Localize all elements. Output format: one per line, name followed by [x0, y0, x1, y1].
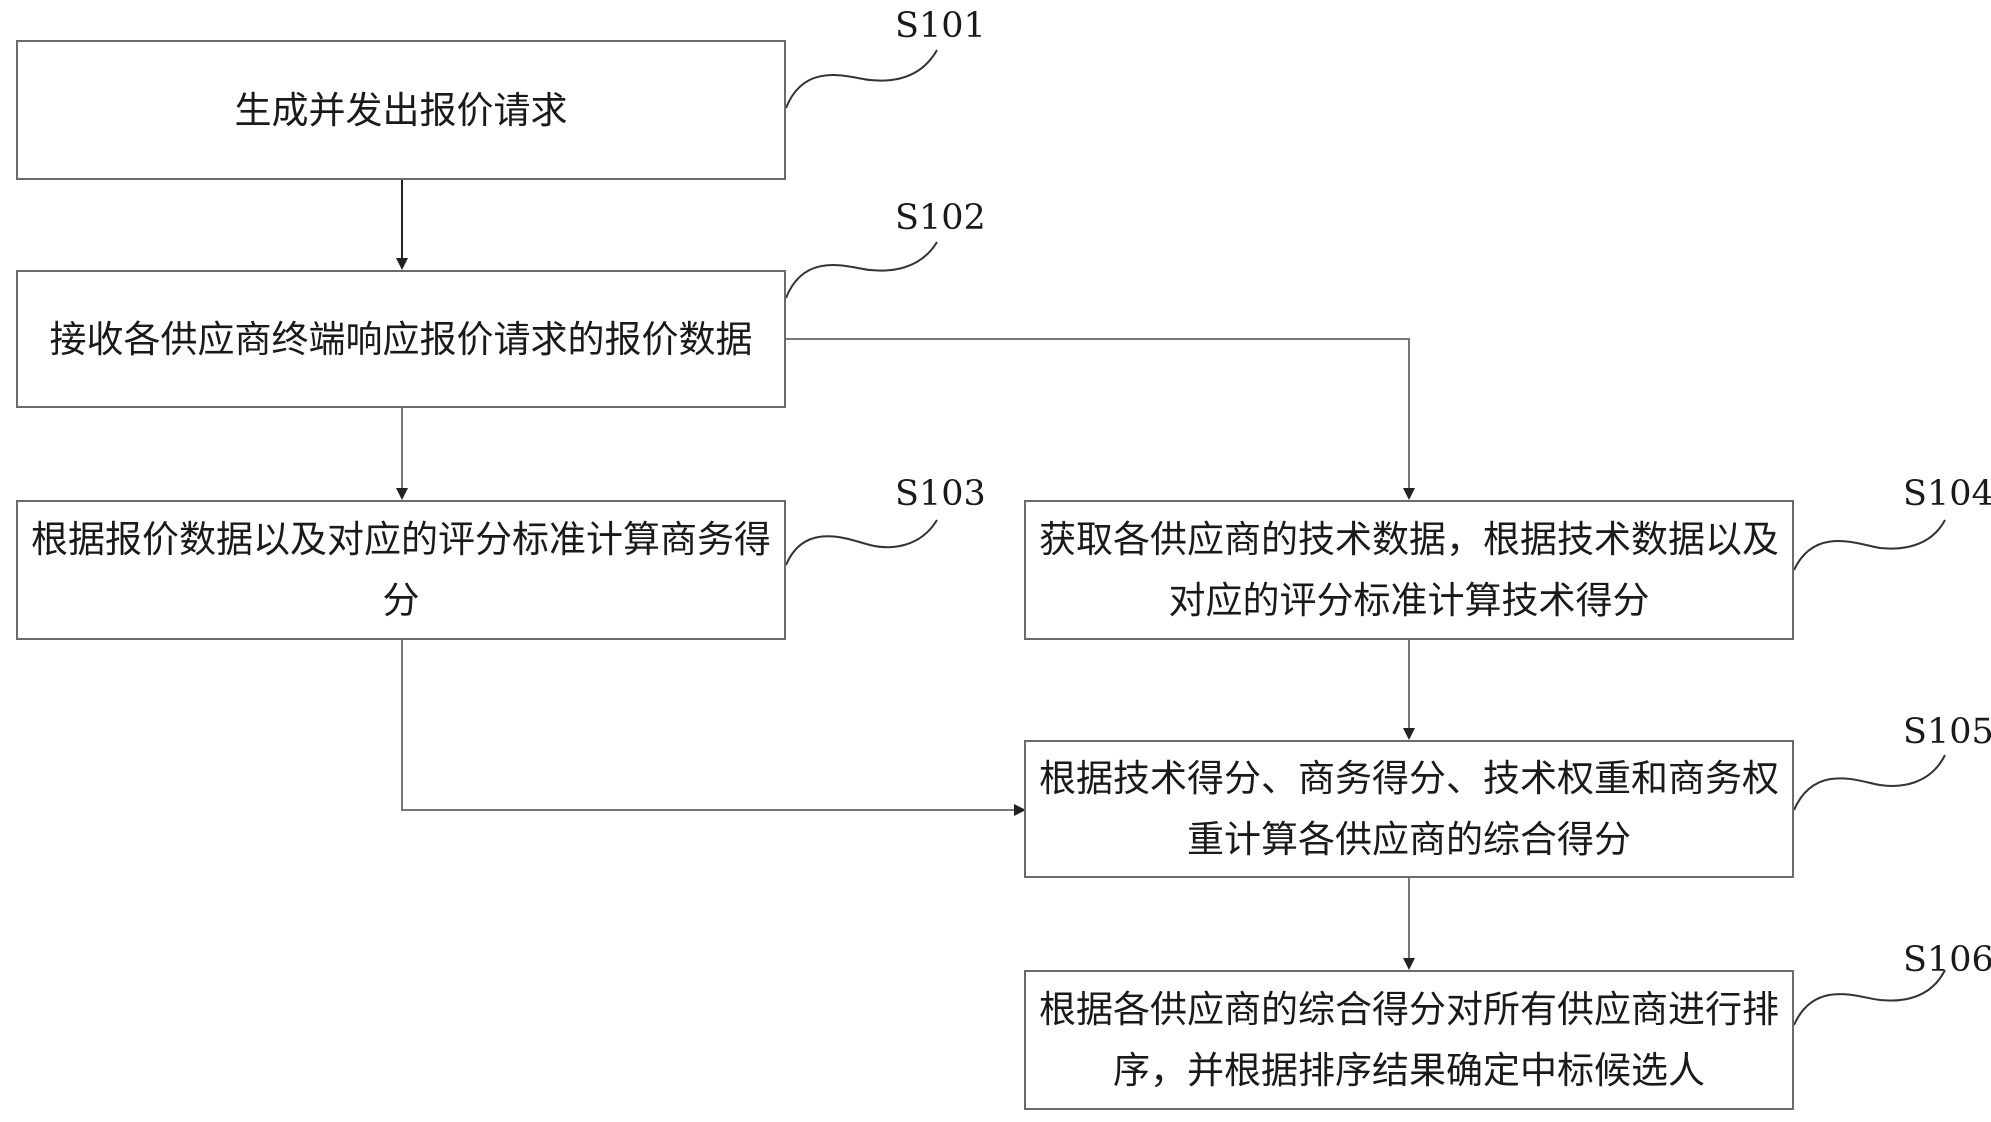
- leader-s104: [1793, 519, 1946, 571]
- step-box-s106: 根据各供应商的综合得分对所有供应商进行排序，并根据排序结果确定中标候选人: [1024, 970, 1794, 1110]
- step-label-s103: S103: [895, 474, 986, 514]
- step-box-s101: 生成并发出报价请求: [16, 40, 786, 180]
- step-label-s101: S101: [895, 6, 986, 46]
- step-box-s105: 根据技术得分、商务得分、技术权重和商务权重计算各供应商的综合得分: [1024, 740, 1794, 878]
- arrow-s103-to-s105: [401, 640, 1026, 816]
- step-label-s104: S104: [1903, 474, 1991, 514]
- arrow-s102-to-s104: [786, 338, 1415, 500]
- step-label-s106: S106: [1903, 940, 1991, 980]
- step-text-s103: 根据报价数据以及对应的评分标准计算商务得分: [31, 518, 771, 622]
- leader-s105: [1793, 754, 1946, 811]
- step-box-s104: 获取各供应商的技术数据，根据技术数据以及对应的评分标准计算技术得分: [1024, 500, 1794, 640]
- step-text-s104: 获取各供应商的技术数据，根据技术数据以及对应的评分标准计算技术得分: [1039, 518, 1779, 622]
- step-text-s101: 生成并发出报价请求: [234, 88, 568, 132]
- step-box-s103: 根据报价数据以及对应的评分标准计算商务得分: [16, 500, 786, 640]
- step-text-s105: 根据技术得分、商务得分、技术权重和商务权重计算各供应商的综合得分: [1039, 757, 1779, 861]
- step-text-s106: 根据各供应商的综合得分对所有供应商进行排序，并根据排序结果确定中标候选人: [1039, 988, 1779, 1092]
- step-text-s102: 接收各供应商终端响应报价请求的报价数据: [49, 317, 753, 361]
- leader-s106: [1793, 969, 1946, 1026]
- leader-s102: [785, 241, 938, 299]
- step-label-s102: S102: [895, 198, 986, 238]
- leader-s101: [785, 49, 938, 109]
- step-box-s102: 接收各供应商终端响应报价请求的报价数据: [16, 270, 786, 408]
- step-label-s105: S105: [1903, 712, 1991, 752]
- leader-s103: [785, 519, 938, 566]
